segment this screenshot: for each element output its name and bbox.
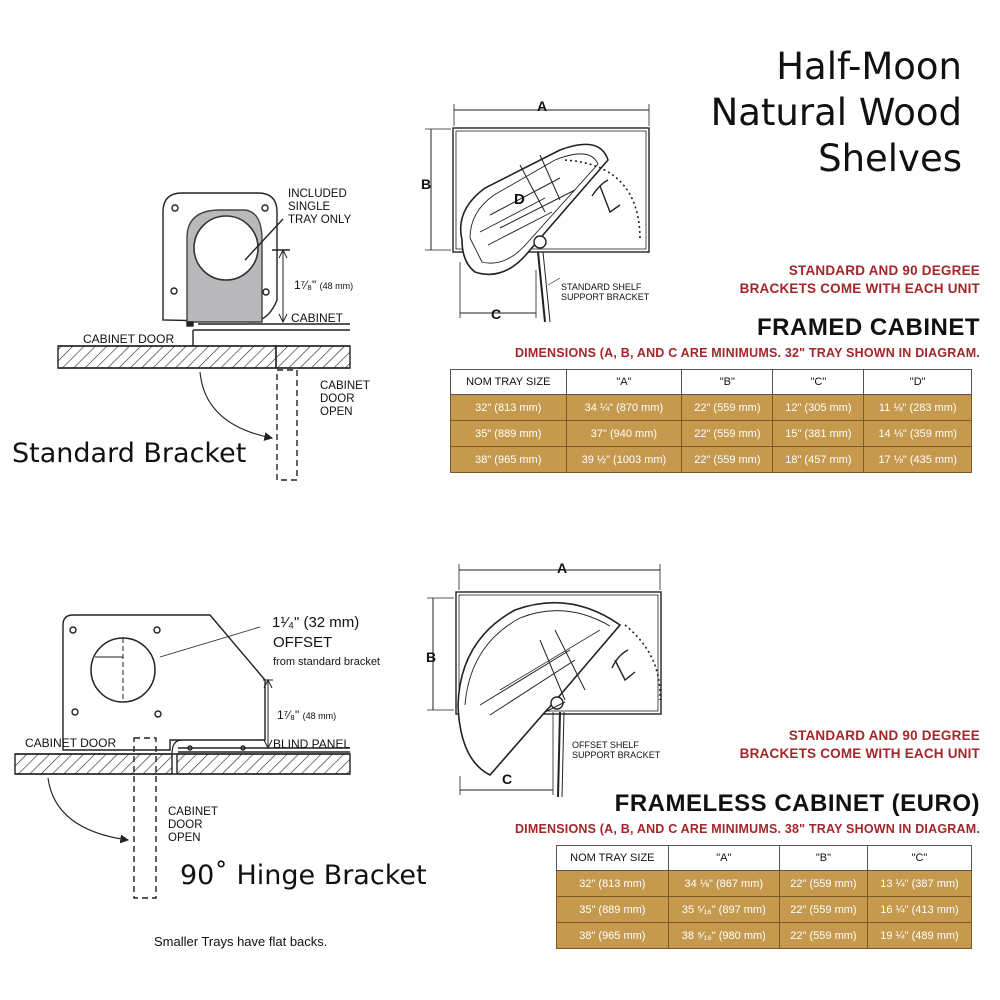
table-cell: 18" (457 mm) xyxy=(772,446,865,473)
table-header-row: NOM TRAY SIZE"A""B""C""D" xyxy=(450,369,972,395)
table-cell: 13 ¼" (387 mm) xyxy=(866,870,973,897)
table-cell: 32" (813 mm) xyxy=(450,394,567,421)
framed-cabinet-heading: FRAMED CABINET xyxy=(757,314,980,341)
offset-label: OFFSET xyxy=(273,634,333,651)
table-cell: 22" (559 mm) xyxy=(778,896,868,923)
frameless-dimensions-table: NOM TRAY SIZE"A""B""C" 32" (813 mm)34 ⅛"… xyxy=(556,845,973,949)
table-header-cell: "A" xyxy=(565,369,683,395)
table-cell: 22" (559 mm) xyxy=(778,922,868,949)
title-line-1: Half-Moon xyxy=(776,45,962,88)
standard-bracket-caption: Standard Bracket xyxy=(12,438,247,469)
framed-dimensions-table: NOM TRAY SIZE"A""B""C""D" 32" (813 mm)34… xyxy=(450,369,972,473)
table-header-cell: "A" xyxy=(667,845,780,871)
table-cell: 19 ¼" (489 mm) xyxy=(866,922,973,949)
table-header-cell: "C" xyxy=(772,369,865,395)
table-row: 32" (813 mm)34 ⅛" (867 mm)22" (559 mm)13… xyxy=(556,870,973,897)
table-cell: 35" (889 mm) xyxy=(556,896,669,923)
frameless-bracket-note: STANDARD AND 90 DEGREE BRACKETS COME WIT… xyxy=(739,728,980,761)
table-cell: 12" (305 mm) xyxy=(772,394,865,421)
table-cell: 34 ⅛" (867 mm) xyxy=(667,870,780,897)
table-row: 38" (965 mm)39 ½" (1003 mm)22" (559 mm)1… xyxy=(450,446,972,473)
frameless-dim-a: A xyxy=(557,560,568,576)
table-cell: 38 ⁹⁄₁₆" (980 mm) xyxy=(667,922,780,949)
framed-dim-a: A xyxy=(537,98,548,114)
included-tray-label: INCLUDED SINGLE TRAY ONLY xyxy=(288,188,352,226)
hinge-bracket-drawing xyxy=(14,614,351,899)
framed-dim-b: B xyxy=(421,176,432,192)
offset-shelf-bracket-label: OFFSET SHELF SUPPORT BRACKET xyxy=(572,740,661,760)
table-cell: 37" (940 mm) xyxy=(565,420,683,447)
title-line-3: Shelves xyxy=(818,137,962,180)
table-cell: 32" (813 mm) xyxy=(556,870,669,897)
hinge-bracket-caption: 90˚ Hinge Bracket xyxy=(180,860,427,891)
standard-bracket-drawing xyxy=(57,192,351,481)
table-cell: 39 ½" (1003 mm) xyxy=(565,446,683,473)
table-cell: 22" (559 mm) xyxy=(681,420,774,447)
page-title: Half-Moon Natural Wood Shelves xyxy=(711,44,962,182)
framed-dim-c: C xyxy=(491,306,502,322)
table-row: 38" (965 mm)38 ⁹⁄₁₆" (980 mm)22" (559 mm… xyxy=(556,922,973,949)
table-header-cell: NOM TRAY SIZE xyxy=(450,369,567,395)
standard-dimension: 1⁷⁄₈" (48 mm) xyxy=(294,278,354,292)
table-row: 32" (813 mm)34 ¼" (870 mm)22" (559 mm)12… xyxy=(450,394,972,421)
frameless-dim-b: B xyxy=(426,649,437,665)
table-cell: 14 ⅛" (359 mm) xyxy=(863,420,972,447)
frameless-cabinet-top-view xyxy=(427,564,662,798)
frameless-cabinet-heading: FRAMELESS CABINET (EURO) xyxy=(614,790,980,817)
table-header-cell: NOM TRAY SIZE xyxy=(556,845,669,871)
table-cell: 22" (559 mm) xyxy=(778,870,868,897)
table-cell: 17 ⅛" (435 mm) xyxy=(863,446,972,473)
table-cell: 11 ⅛" (283 mm) xyxy=(863,394,972,421)
offset-from-label: from standard bracket xyxy=(273,656,380,668)
table-cell: 35" (889 mm) xyxy=(450,420,567,447)
framed-bracket-note: STANDARD AND 90 DEGREE BRACKETS COME WIT… xyxy=(739,263,980,296)
table-header-row: NOM TRAY SIZE"A""B""C" xyxy=(556,845,973,871)
framed-dimensions-note: DIMENSIONS (A, B, AND C ARE MINIMUMS. 32… xyxy=(514,346,980,360)
title-line-2: Natural Wood xyxy=(710,91,962,134)
hinge-door-open-label: CABINET DOOR OPEN xyxy=(168,806,218,844)
table-row: 35" (889 mm)37" (940 mm)22" (559 mm)15" … xyxy=(450,420,972,447)
framed-cabinet-top-view xyxy=(425,104,650,323)
framed-dim-d: D xyxy=(514,191,525,208)
table-cell: 35 ⁵⁄₁₆" (897 mm) xyxy=(667,896,780,923)
table-header-cell: "D" xyxy=(863,369,972,395)
table-header-cell: "B" xyxy=(681,369,774,395)
cabinet-label: CABINET xyxy=(291,311,344,325)
blind-panel-label: BLIND PANEL xyxy=(273,737,351,751)
hinge-cabinet-door-label: CABINET DOOR xyxy=(25,736,117,750)
table-cell: 15" (381 mm) xyxy=(772,420,865,447)
standard-shelf-bracket-label: STANDARD SHELF SUPPORT BRACKET xyxy=(561,282,650,302)
frameless-dimensions-note: DIMENSIONS (A, B, AND C ARE MINIMUMS. 38… xyxy=(514,822,980,836)
table-header-cell: "C" xyxy=(866,845,973,871)
table-row: 35" (889 mm)35 ⁵⁄₁₆" (897 mm)22" (559 mm… xyxy=(556,896,973,923)
cabinet-door-label: CABINET DOOR xyxy=(83,332,175,346)
table-cell: 38" (965 mm) xyxy=(450,446,567,473)
table-cell: 22" (559 mm) xyxy=(681,446,774,473)
table-cell: 22" (559 mm) xyxy=(681,394,774,421)
footnote: Smaller Trays have flat backs. xyxy=(154,934,328,949)
table-cell: 16 ¼" (413 mm) xyxy=(866,896,973,923)
door-open-label: CABINET DOOR OPEN xyxy=(320,380,370,418)
table-cell: 34 ¼" (870 mm) xyxy=(565,394,683,421)
table-cell: 38" (965 mm) xyxy=(556,922,669,949)
offset-dimension: 1¹⁄₄" (32 mm) xyxy=(272,614,360,631)
hinge-dimension: 1⁷⁄₈" (48 mm) xyxy=(277,708,337,722)
frameless-dim-c: C xyxy=(502,771,513,787)
table-header-cell: "B" xyxy=(778,845,868,871)
